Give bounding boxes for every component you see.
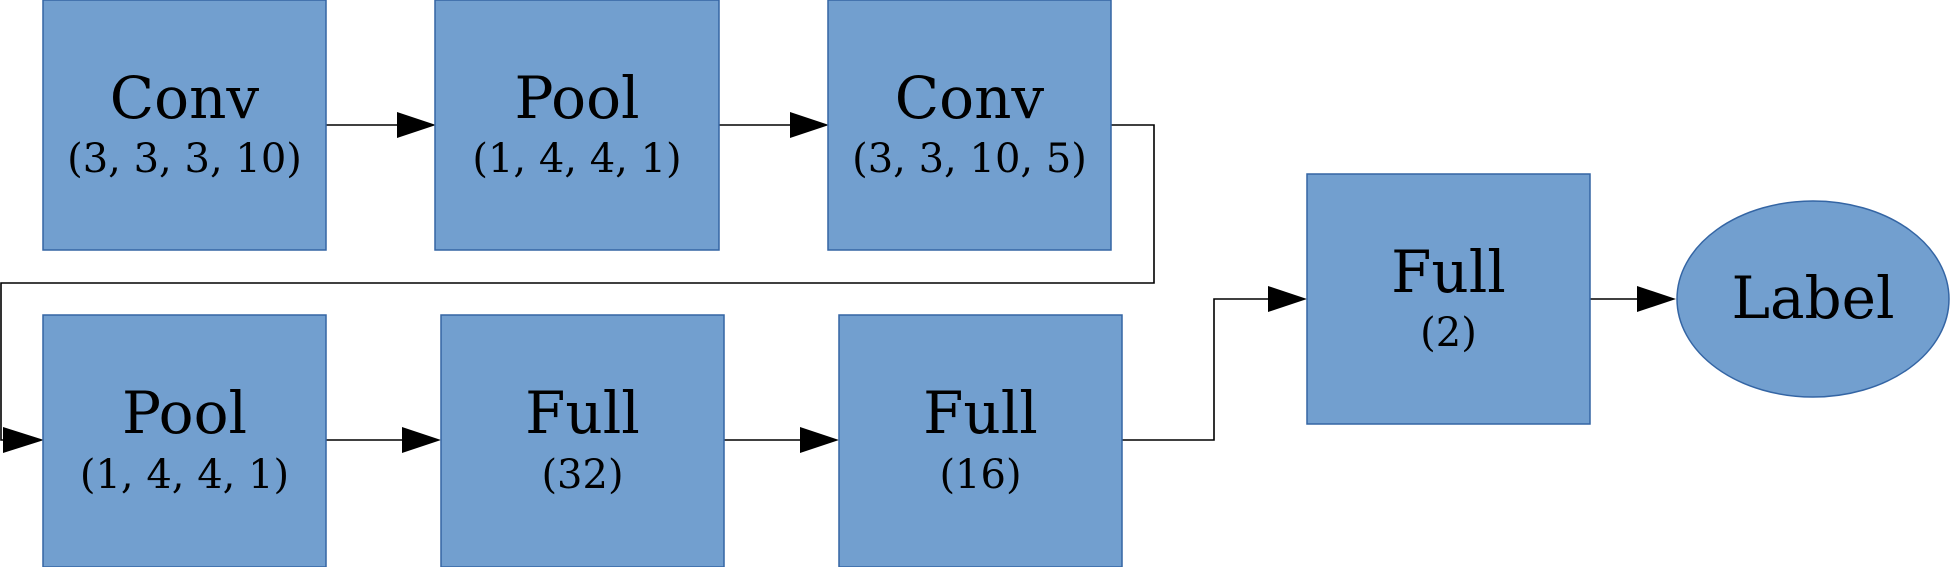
- node-label-ellipse: [1676, 200, 1950, 398]
- node-pool2-title: Pool: [122, 379, 247, 447]
- node-conv2-params: (3, 3, 10, 5): [852, 136, 1087, 182]
- edge-conv1-to-pool1: [326, 112, 436, 138]
- node-conv1-box: [42, 0, 327, 251]
- node-conv1-params: (3, 3, 3, 10): [67, 136, 302, 182]
- node-full2-params: (2): [1420, 310, 1477, 356]
- node-full32: Full (32): [440, 314, 725, 567]
- node-conv1: Conv (3, 3, 3, 10): [42, 0, 327, 251]
- node-pool1: Pool (1, 4, 4, 1): [434, 0, 720, 251]
- edge-full16-to-full2: [1122, 286, 1307, 441]
- node-full16-box: [838, 314, 1123, 567]
- node-full16: Full (16): [838, 314, 1123, 567]
- edge-conv2-to-pool2: [0, 124, 1155, 453]
- node-pool2-params: (1, 4, 4, 1): [80, 452, 289, 498]
- node-pool2: Pool (1, 4, 4, 1): [42, 314, 327, 567]
- edge-pool1-to-conv2: [719, 112, 829, 138]
- node-conv2: Conv (3, 3, 10, 5): [827, 0, 1112, 251]
- node-full32-box: [440, 314, 725, 567]
- node-pool1-params: (1, 4, 4, 1): [472, 136, 681, 182]
- node-conv2-box: [827, 0, 1112, 251]
- node-pool1-box: [434, 0, 720, 251]
- node-conv1-title: Conv: [110, 64, 260, 132]
- node-full2-title: Full: [1391, 238, 1506, 306]
- node-full16-params: (16): [939, 452, 1021, 498]
- node-label: Label: [1676, 200, 1950, 398]
- edge-full32-to-full16: [724, 427, 839, 453]
- node-pool2-box: [42, 314, 327, 567]
- edge-full2-to-label: [1590, 286, 1676, 312]
- node-full2-box: [1306, 173, 1591, 425]
- edges: [0, 112, 1676, 453]
- node-conv2-title: Conv: [895, 64, 1045, 132]
- node-full16-title: Full: [923, 379, 1038, 447]
- edge-pool2-to-full32: [326, 427, 441, 453]
- node-full2: Full (2): [1306, 173, 1591, 425]
- node-pool1-title: Pool: [514, 64, 639, 132]
- node-full32-title: Full: [525, 379, 640, 447]
- node-full32-params: (32): [541, 452, 623, 498]
- node-label-title: Label: [1731, 264, 1894, 332]
